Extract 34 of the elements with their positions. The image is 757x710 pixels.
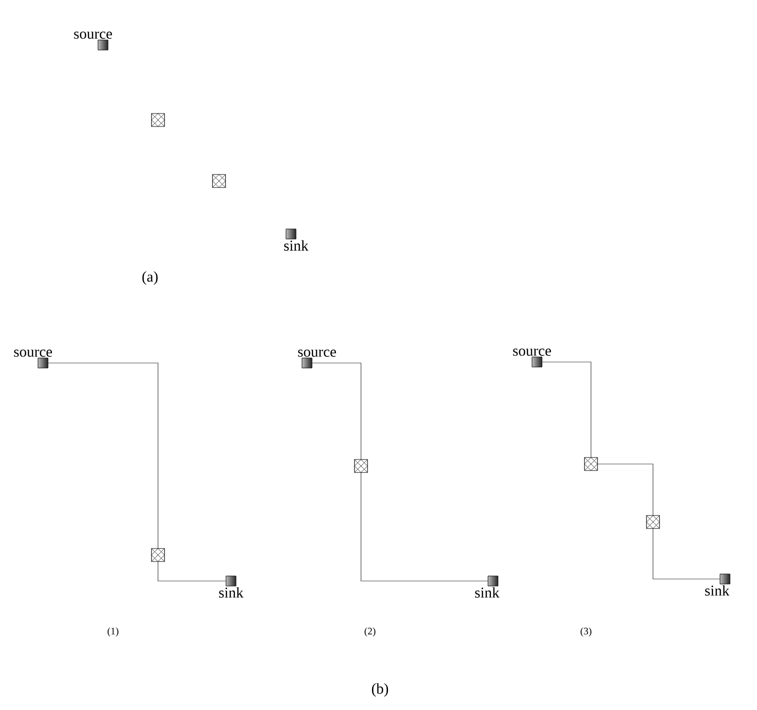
panel-label: (1) (108, 627, 118, 637)
connector-line (312, 362, 362, 460)
node-label: sink (705, 585, 730, 596)
source-sink-square: source (14, 350, 52, 368)
crossed-square (151, 113, 165, 127)
connector-line (360, 472, 488, 582)
node-label: sink (219, 587, 244, 598)
source-sink-square: sink (284, 228, 308, 251)
connector-line (158, 561, 226, 582)
crossed-square (354, 459, 368, 473)
node-label: source (14, 350, 52, 357)
connector-line (597, 464, 654, 516)
source-sink-square: sink (705, 574, 730, 596)
node-label: sink (284, 240, 308, 251)
source-sink-square: sink (475, 576, 500, 598)
panel-label: (2) (364, 627, 376, 637)
panel-label: (b) (372, 683, 388, 697)
panel-label: (3) (580, 627, 592, 637)
node-label: source (298, 350, 336, 357)
connector-line (542, 362, 592, 458)
connector-line (48, 362, 158, 549)
node-label: sink (475, 587, 500, 598)
source-sink-square: source (513, 348, 551, 368)
connector-line (652, 528, 720, 580)
node-label: source (513, 348, 551, 356)
crossed-square (151, 548, 165, 562)
crossed-square (584, 457, 598, 471)
crossed-square (646, 515, 660, 529)
crossed-square (212, 174, 226, 188)
panel-label: (a) (142, 271, 158, 285)
source-sink-square: sink (219, 576, 244, 598)
node-label: source (74, 32, 112, 39)
source-sink-square: source (298, 350, 336, 368)
source-sink-square: source (74, 32, 112, 50)
